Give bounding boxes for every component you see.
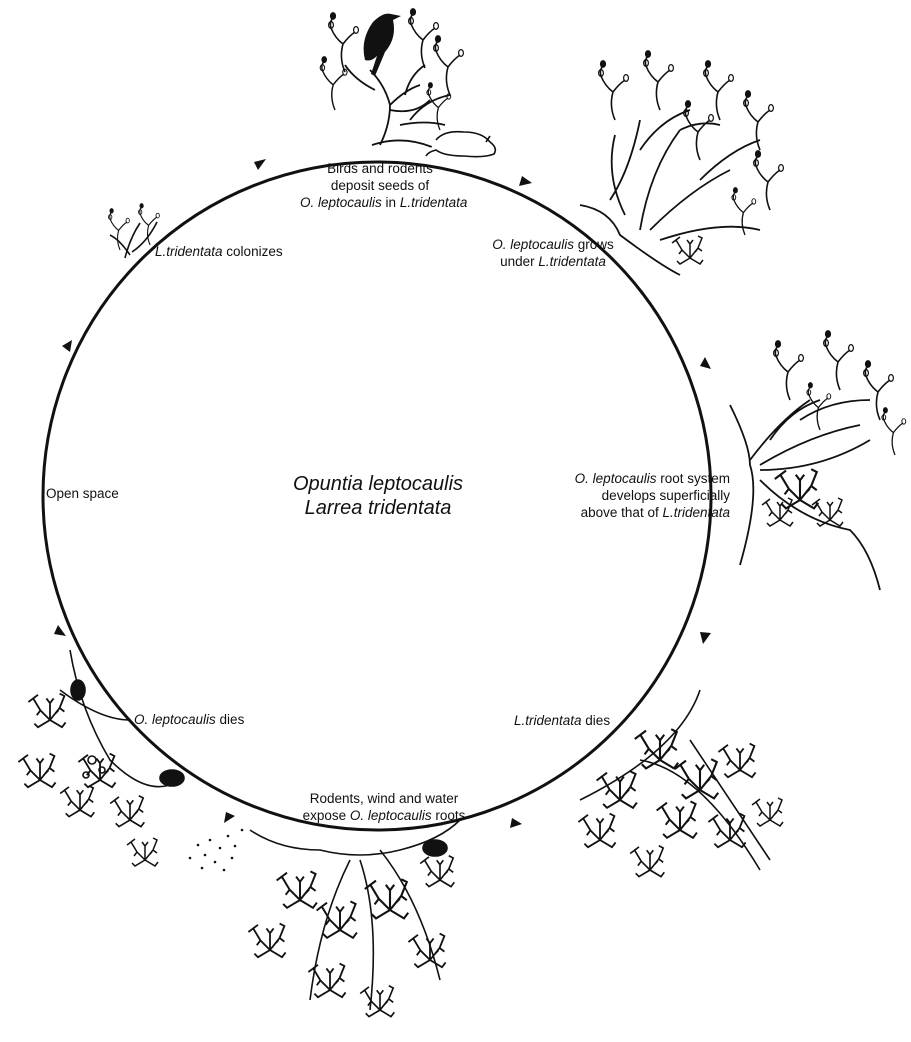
stage-root-system: O. leptocaulis root system develops supe… bbox=[574, 471, 730, 520]
wind-dust-dots bbox=[188, 828, 244, 872]
bird-rodent-shrub-illustration bbox=[319, 8, 465, 148]
larrea-seedling-illustration-nw bbox=[107, 203, 160, 259]
species-opuntia: Opuntia leptocaulis bbox=[292, 473, 464, 495]
stage-opuntia-dies: O. leptocaulis dies bbox=[134, 712, 245, 727]
dying-cactus-illustration-sw bbox=[17, 649, 185, 867]
larrea-shrub-illustration-e bbox=[729, 330, 907, 591]
stage-larrea-colonizes: L.tridentata colonizes bbox=[155, 244, 283, 259]
bird-icon bbox=[363, 13, 401, 76]
cactus-roots-illustration-se bbox=[577, 689, 784, 878]
cycle-circle bbox=[41, 160, 713, 832]
cycle-arrows bbox=[54, 159, 711, 828]
center-title: Opuntia leptocaulis Larrea tridentata bbox=[278, 472, 478, 520]
larrea-shrub-illustration-ne bbox=[579, 50, 785, 276]
rodent-icon bbox=[425, 130, 497, 158]
stage-larrea-dies: L.tridentata dies bbox=[514, 713, 611, 728]
species-larrea: Larrea tridentata bbox=[304, 497, 452, 519]
stage-seed-deposit: Birds and rodents deposit seeds of O. le… bbox=[300, 161, 468, 210]
stage-expose-roots: Rodents, wind and water expose O. leptoc… bbox=[302, 791, 466, 823]
exposed-roots-illustration-s bbox=[247, 819, 461, 1018]
stage-open-space: Open space bbox=[46, 486, 119, 501]
stage-grows-under: O. leptocaulis grows under L.tridentata bbox=[492, 237, 614, 269]
